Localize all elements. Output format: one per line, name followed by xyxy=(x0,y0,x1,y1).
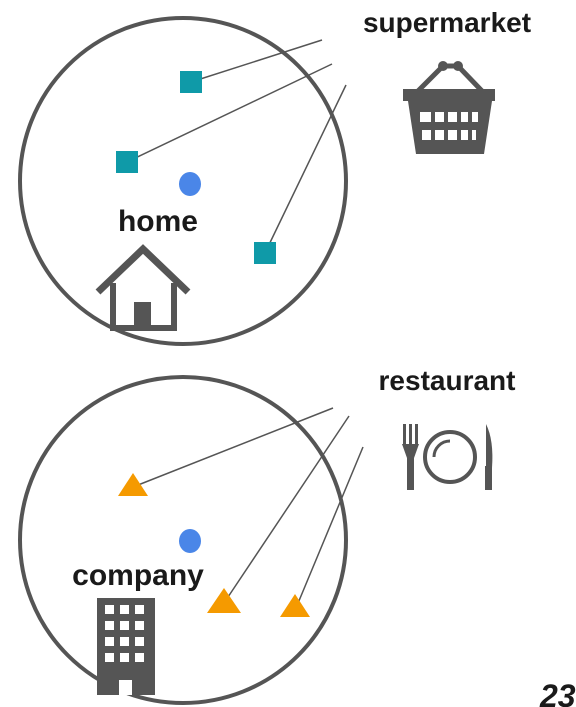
page-number: 23 xyxy=(539,678,576,707)
house-icon xyxy=(95,244,191,331)
supermarket-poi-marker xyxy=(254,242,276,264)
supermarket-label: supermarket xyxy=(363,7,531,38)
connector-line xyxy=(190,39,323,83)
fork-plate-knife-icon xyxy=(402,424,493,490)
connector-line xyxy=(225,415,350,601)
connector-line xyxy=(264,84,347,254)
connector-line xyxy=(126,63,333,163)
restaurant-label: restaurant xyxy=(379,365,516,396)
home-center-point xyxy=(179,172,201,196)
connector-line xyxy=(132,407,334,488)
home-group: home supermarket xyxy=(18,7,531,346)
restaurant-poi-marker xyxy=(207,588,241,613)
home-label: home xyxy=(118,205,198,238)
company-radius-circle xyxy=(18,375,348,705)
home-radius-circle xyxy=(18,16,348,346)
office-building-icon xyxy=(97,598,155,695)
company-center-point xyxy=(179,529,201,553)
supermarket-poi-marker xyxy=(180,71,202,93)
restaurant-poi-marker xyxy=(118,473,148,496)
company-label: company xyxy=(72,559,204,592)
supermarket-poi-marker xyxy=(116,151,138,173)
restaurant-poi-marker xyxy=(280,594,310,617)
company-group: company restaurant xyxy=(18,365,516,705)
connector-line xyxy=(295,446,364,609)
shopping-basket-icon xyxy=(403,61,495,154)
